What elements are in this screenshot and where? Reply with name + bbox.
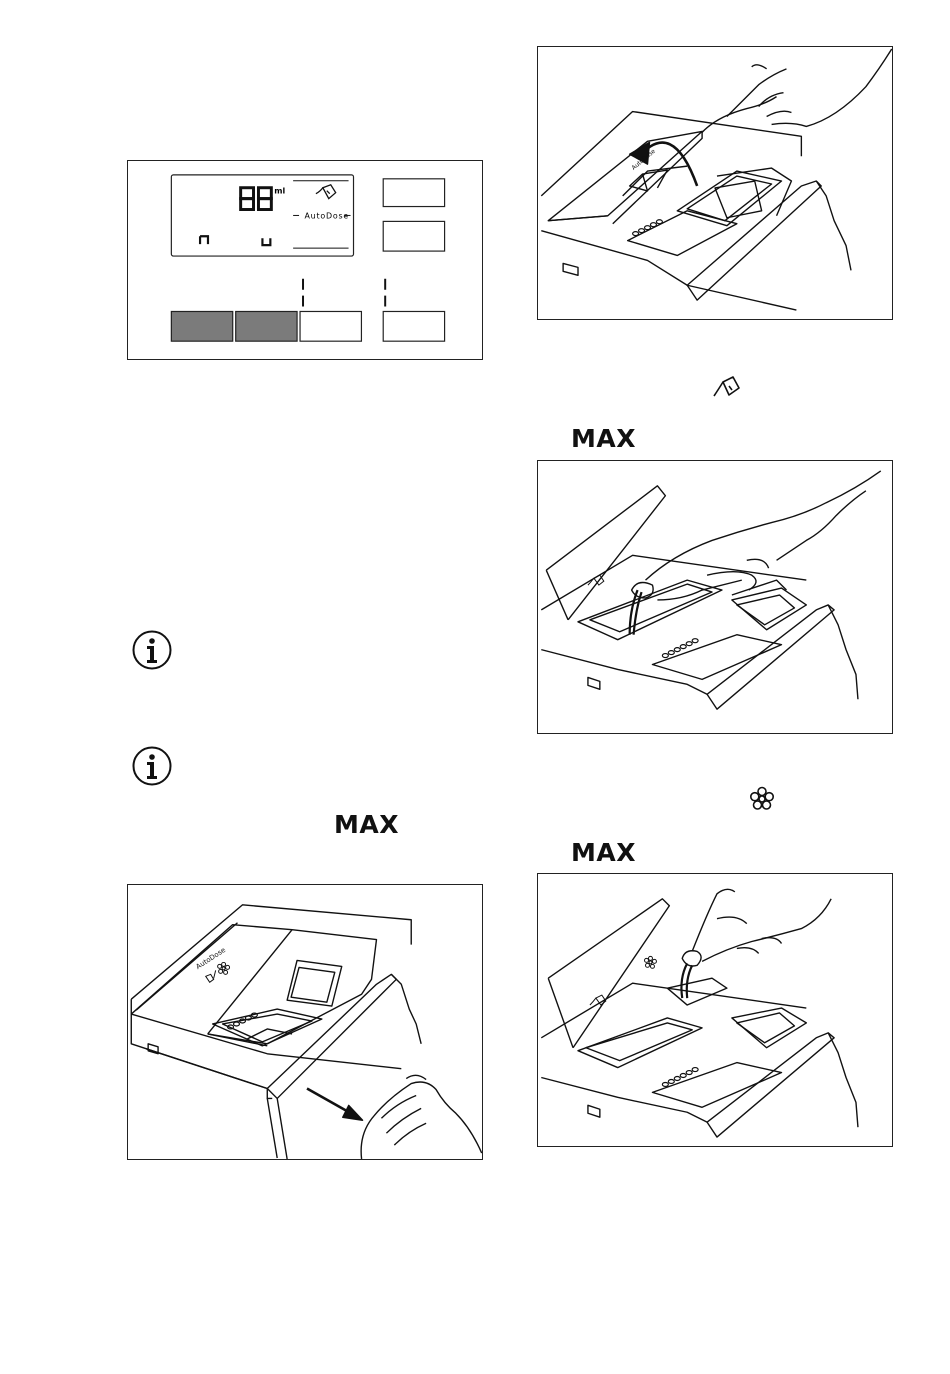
lcd-digits [241,188,272,210]
panel-button-2[interactable] [383,221,444,251]
selector-segment-3[interactable] [300,311,361,341]
max-label: MAX [571,838,636,867]
lid-flower-icon [645,956,657,968]
max-label: MAX [334,810,399,839]
selector-segment-1[interactable] [171,311,232,341]
info-icon [132,630,172,670]
panel-button-3[interactable] [383,311,444,341]
control-panel-figure: ml AutoDose [127,160,483,360]
lcd-detergent-icon [316,185,336,199]
detergent-dose-icon [712,374,742,402]
lid-detergent-icon [206,970,216,982]
drawer-pull-drawing: AutoDose [128,885,482,1159]
lid-open-figure: AutoDose [537,46,893,320]
softener-pour-drawing [538,874,892,1146]
lid-open-drawing: AutoDose [538,47,892,319]
control-panel-drawing: ml AutoDose [128,161,482,359]
selector-segment-2[interactable] [236,311,297,341]
detergent-pour-drawing [538,461,892,733]
lid-flower-icon [218,962,230,974]
flower-softener-icon [749,786,775,812]
softener-pour-figure [537,873,893,1147]
detergent-pour-figure [537,460,893,734]
max-label: MAX [571,424,636,453]
drawer-pull-figure: AutoDose [127,884,483,1160]
lcd-autodose-label: AutoDose [304,211,349,220]
info-icon [132,746,172,786]
lcd-unit: ml [274,187,285,196]
panel-button-1[interactable] [383,179,444,207]
